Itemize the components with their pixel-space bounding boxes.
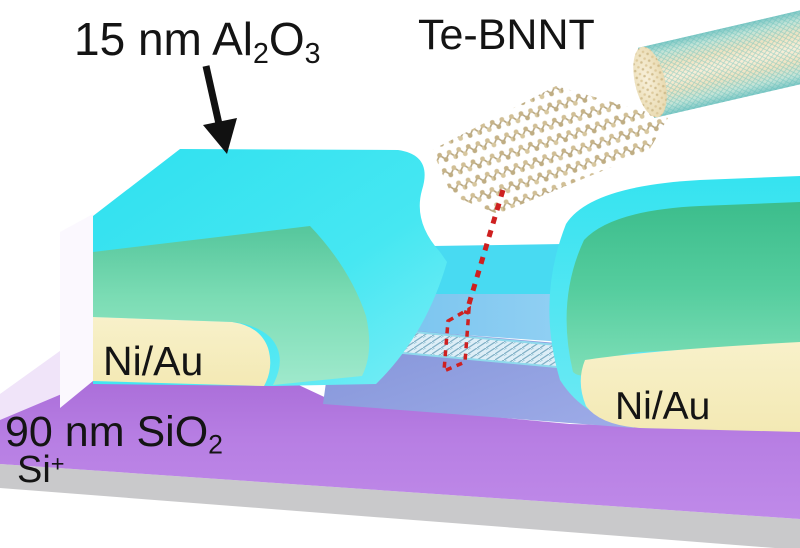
al2o3-label: 15 nm Al2O3 — [74, 16, 321, 69]
al2o3-label-main: 15 nm Al — [74, 13, 253, 65]
te-atom-chains — [432, 86, 668, 214]
bnnt-tube-mesh — [638, 0, 800, 118]
right-contact — [549, 176, 800, 432]
si-plus-label: Si+ — [17, 451, 65, 489]
gate-metal-left — [93, 226, 370, 385]
ni-au-label-right: Ni/Au — [615, 385, 711, 428]
gate-metal-right — [566, 202, 800, 376]
al2o3-label-sub1: 2 — [253, 37, 269, 70]
left-contact-side-face — [60, 214, 93, 408]
dashed-link — [442, 189, 506, 374]
sio2-layer — [0, 373, 800, 519]
al2o3-label-sub2: 3 — [304, 37, 321, 70]
te-core-endcap-texture — [633, 46, 667, 118]
ni-au-label-left: Ni/Au — [103, 338, 204, 384]
sio2-label: 90 nm SiO2 — [5, 411, 223, 458]
al2o3-label-mid: O — [268, 13, 305, 65]
te-bnnt-label: Te-BNNT — [418, 11, 595, 59]
dashed-box — [442, 305, 471, 374]
sio2-label-main: 90 nm SiO — [5, 408, 209, 456]
si-plus-label-sup: + — [50, 450, 65, 477]
si-plus-label-main: Si — [17, 449, 51, 491]
sio2-label-sub: 2 — [208, 429, 223, 460]
si-substrate-layer — [0, 464, 800, 548]
left-contact — [60, 149, 447, 408]
ni-au-contact-left — [93, 317, 271, 386]
ni-au-contact-right — [580, 342, 800, 432]
nanotube-illustration — [432, 0, 800, 214]
arrow-down-icon — [202, 65, 237, 154]
